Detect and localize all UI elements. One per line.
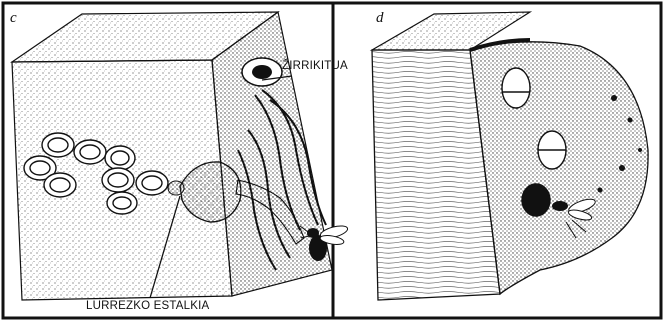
panel-d-drawing [372, 12, 648, 300]
panel-c-drawing [12, 12, 349, 300]
label-earth-cover: LURREZKO ESTALKIA [86, 300, 209, 312]
cell-connector [168, 181, 184, 195]
label-crevice: ŽIRRIKITUA [282, 60, 348, 72]
crevice-opening-shadow [252, 65, 272, 79]
panel-letter-d: d [376, 10, 384, 27]
panel-letter-c: c [10, 10, 17, 27]
